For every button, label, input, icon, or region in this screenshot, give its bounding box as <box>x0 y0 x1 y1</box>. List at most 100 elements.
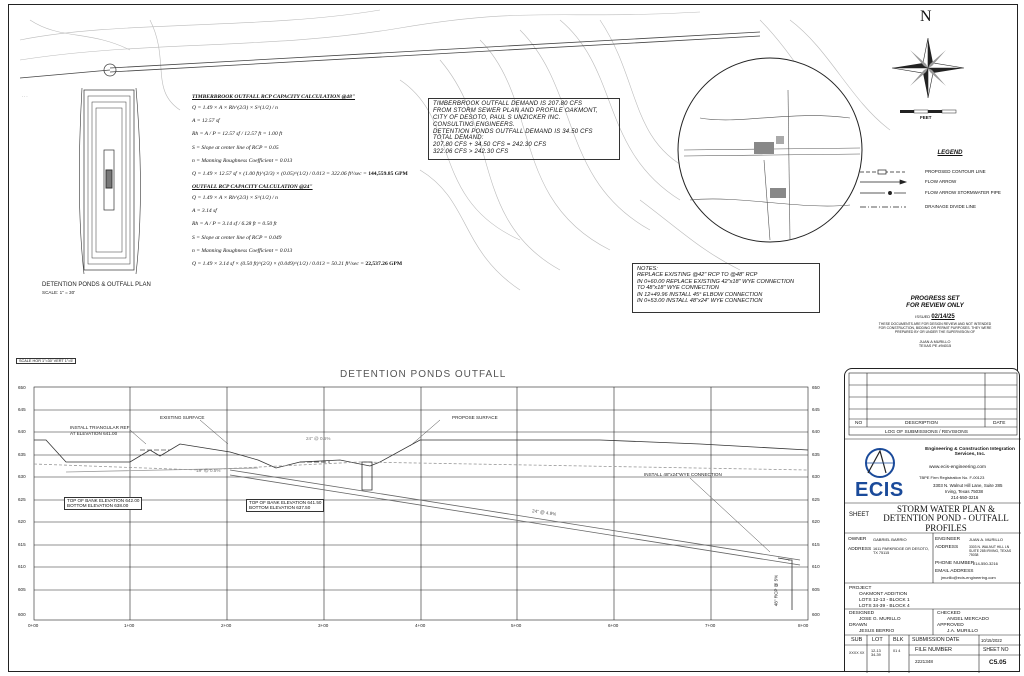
elev-label: 615 <box>18 542 26 547</box>
calc-q-expr-24: Q = 1.49 × 3.14 sf × (0.50 ft)^(2/3) × (… <box>192 260 364 267</box>
company-address-1: 3303 N. Walnut Hill Lane, Suite 285 <box>933 483 1003 488</box>
issued-label: ISSUED <box>915 313 931 319</box>
calc-q-expr-48: Q = 1.49 × 12.57 sf × (1.00 ft)^(2/3) × … <box>192 170 367 177</box>
calc-q-formula-48: Q = 1.49 × A × Rh^(2/3) × S^(1/2) / n <box>192 105 278 112</box>
elev-label-right: 600 <box>812 612 820 617</box>
engineer-label: ENGINEER <box>935 537 961 542</box>
sub-value: XXXX XX <box>849 651 865 655</box>
elev-label: 620 <box>18 519 26 524</box>
calc-rh-48: Rh = A / P = 12.57 sf / 12.57 ft = 1.00 … <box>192 131 283 138</box>
elev-label-right: 640 <box>812 429 820 434</box>
company-address-2: Irving, Texas 75038 <box>945 489 983 494</box>
bank-top-2: TOP OF BANK ELEVATION 641.50 <box>249 500 322 505</box>
owner-address-label: ADDRESS <box>848 547 872 552</box>
calc-q-48: Q = 1.49 × 12.57 sf × (1.00 ft)^(2/3) × … <box>192 171 422 177</box>
profile-leaders <box>129 419 771 553</box>
calc-heading-24: OUTFALL RCP CAPACITY CALCULATION @24" <box>192 183 313 190</box>
demand-line: TOTAL DEMAND: <box>433 135 484 142</box>
elev-label-right: 645 <box>812 407 820 412</box>
legend-item: DRAINAGE DIVIDE LINE <box>925 204 977 209</box>
manhole-plan <box>103 63 117 77</box>
plan-callouts: · · · <box>22 95 28 99</box>
station-label: 1+00 <box>124 623 135 628</box>
globe-icon <box>865 448 895 478</box>
bank-bottom-1: BOTTOM ELEVATION 638.00 <box>67 503 129 509</box>
rev-desc-header: DESCRIPTION <box>905 421 938 426</box>
elev-label: 610 <box>18 564 26 569</box>
elev-label: 605 <box>18 587 26 592</box>
notes-title: NOTES: <box>637 266 658 272</box>
lot-label: LOT <box>872 637 883 643</box>
legend-item: PROPOSED CONTOUR LINE <box>925 169 986 174</box>
calc-slope-24: S = Slope at center line of RCP = 0.049 <box>192 234 282 241</box>
calc-q-result-48: 144,559.85 GPM <box>368 170 408 177</box>
elev-label-right: 625 <box>812 497 820 502</box>
profile-scale-note: SCALE HOR 1"=30' VERT 1"=5' <box>16 358 77 365</box>
bank-top-1: TOP OF BANK ELEVATION 642.00 <box>67 498 140 503</box>
progress-subtitle: FOR REVIEW ONLY <box>906 301 964 309</box>
elev-label-right: 635 <box>812 452 820 457</box>
station-label: 4+00 <box>415 623 426 628</box>
demand-line: DETENTION PONDS OUTFALL DEMAND IS 34.50 … <box>433 128 593 135</box>
elev-label: 630 <box>18 474 26 479</box>
sub-label: SUB <box>851 637 863 643</box>
calc-q-result-24: 22,537.26 GPM <box>365 260 403 267</box>
engineer-address: 3303 N. WALNUT HILL LN SUITE 285 IRVING,… <box>969 545 1012 557</box>
bank-callout-1: TOP OF BANK ELEVATION 642.00 BOTTOM ELEV… <box>64 497 143 510</box>
project-label: PROJECT <box>849 586 872 591</box>
title-block: NO DESCRIPTION DATE LOG OF SUBMISSIONS /… <box>844 368 1021 673</box>
capacity-calculations: TIMBERBROOK OUTFALL RCP CAPACITY CALCULA… <box>192 92 422 274</box>
plan-scale: SCALE: 1" = 30' <box>42 290 76 295</box>
install-callout-2: AT ELEVATION 641.00 <box>70 431 118 436</box>
bank-callout-2: TOP OF BANK ELEVATION 641.50 BOTTOM ELEV… <box>246 499 325 512</box>
progress-stamp: PROGRESS SET FOR REVIEW ONLY ISSUED 02/1… <box>875 295 995 348</box>
drawn-label: DRAWN <box>849 623 867 628</box>
elev-label: 645 <box>18 407 26 412</box>
project-line-3: LOTS 34-39 - BLOCK 4 <box>859 604 910 609</box>
bank-bottom-2: BOTTOM ELEVATION 637.50 <box>249 505 311 511</box>
elev-label: 600 <box>18 612 26 617</box>
elev-label: 640 <box>18 429 26 434</box>
elev-label: 635 <box>18 452 26 457</box>
calc-q-formula-24: Q = 1.49 × A × Rh^(2/3) × S^(1/2) / n <box>192 195 278 202</box>
file-number-value: 2221348 <box>915 659 933 664</box>
detention-pond-plan <box>78 87 141 275</box>
north-scale-bar <box>900 109 957 114</box>
elev-label-right: 620 <box>812 519 820 524</box>
demand-line: TIMBERBROOK OUTFALL DEMAND IS 207.80 CFS <box>433 101 583 107</box>
blk-value: 01 4 <box>893 649 901 653</box>
detail-inlet-2 <box>776 136 784 144</box>
note-item: REPLACE EXISTING @42" RCP TO @48" RCP <box>637 272 758 279</box>
sheet-title: STORM WATER PLAN & DETENTION POND - OUTF… <box>883 504 1009 533</box>
sheet-no-label: SHEET NO <box>983 647 1009 653</box>
legend: LEGEND PROPOSED CONTOUR LINE FLOW ARROW … <box>855 150 1005 209</box>
issued-row: ISSUED 02/14/25 <box>875 314 995 320</box>
calc-q-24: Q = 1.49 × 3.14 sf × (0.50 ft)^(2/3) × (… <box>192 261 422 267</box>
elev-label-right: 650 <box>812 385 820 390</box>
title-block-lines <box>845 372 1021 673</box>
rev-no-header: NO <box>855 421 863 426</box>
demand-line: 322.06 CFS > 242.30 CFS <box>433 149 509 156</box>
owner-address: 1611 PARKRIDGE DR DESOTO, TX 75115 <box>873 547 929 555</box>
project-line-1: OAKMONT ADDITION <box>859 592 908 597</box>
calc-area-48: A = 12.57 sf <box>192 118 220 125</box>
station-label: 3+00 <box>318 623 329 628</box>
phone-label: PHONE NUMBER <box>935 561 975 566</box>
note-item: IN 0+53.00 INSTALL 48"x24" WYE CONNECTIO… <box>637 298 763 305</box>
wye-callout: INSTALL 48"x24"WYE CONNECTION <box>644 472 722 477</box>
elev-label-right: 615 <box>812 542 820 547</box>
elev-label: 625 <box>18 497 26 502</box>
legend-item: FLOW ARROW <box>925 179 957 184</box>
pipe-24-label: 24" @ 0.5% <box>306 436 331 441</box>
north-scale-label: FEET <box>920 115 932 120</box>
north-star <box>891 37 965 99</box>
demand-note: TIMBERBROOK OUTFALL DEMAND IS 207.80 CFS… <box>428 98 620 160</box>
progress-engineer: JUAN A MURILLO <box>919 340 951 345</box>
approved-value: J.A. MURILLO <box>947 629 978 634</box>
company-phone: 214-550-3216 <box>951 495 979 500</box>
plan-label: DETENTION PONDS & OUTFALL PLAN <box>42 282 151 288</box>
legend-symbols <box>860 169 908 208</box>
designed-label: DESIGNED <box>849 611 875 616</box>
file-number-label: FILE NUMBER <box>915 647 952 653</box>
profile-title: DETENTION PONDS OUTFALL <box>340 369 507 380</box>
